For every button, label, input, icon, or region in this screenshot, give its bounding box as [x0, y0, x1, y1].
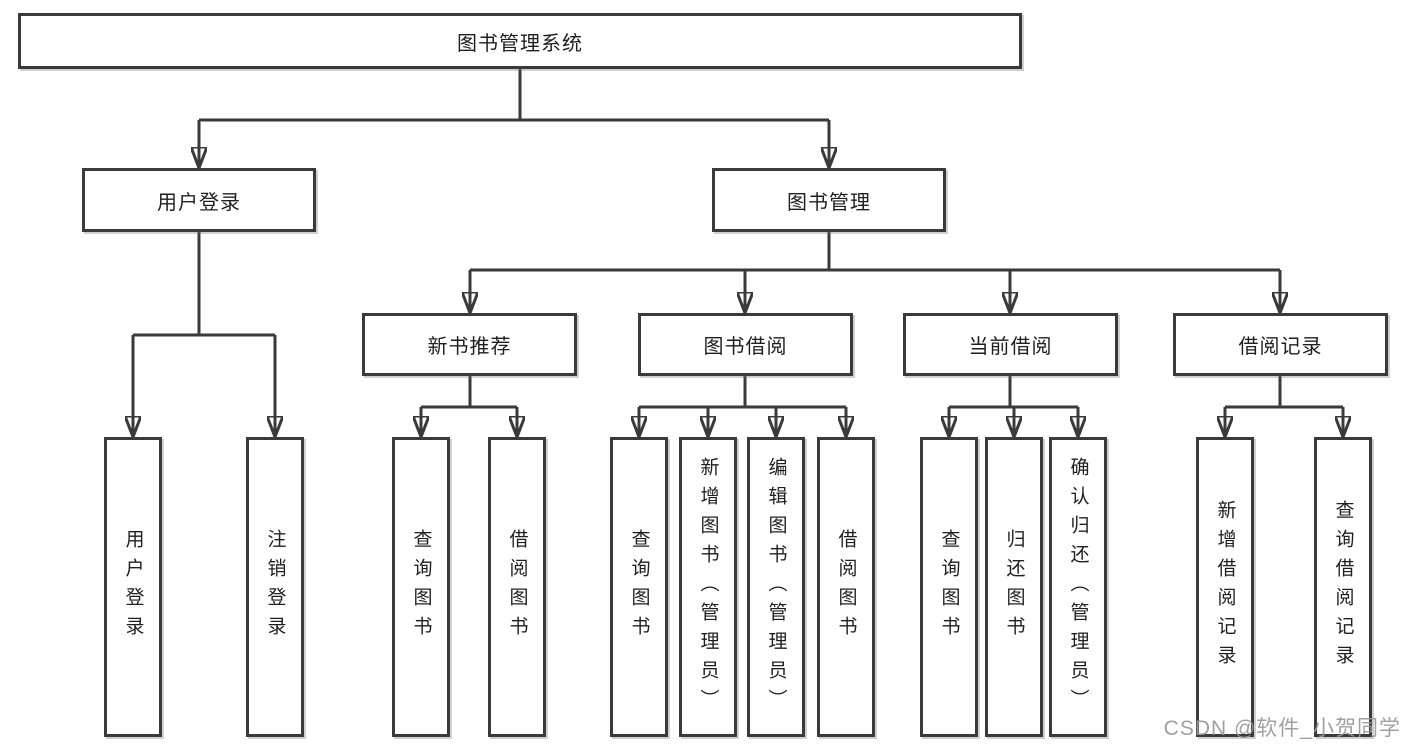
node-book-mgmt: 图书管理: [712, 168, 946, 232]
node-borrow-records-label: 借阅记录: [1238, 336, 1323, 358]
node-user-login: 用户登录: [82, 168, 316, 232]
leaf-bb-add-books-admin-label: 新增图书（管理员）: [697, 456, 719, 718]
connector-book-borrow-stem: [639, 376, 846, 409]
connector-book-mgmt-stem: [470, 232, 1280, 272]
node-current-borrow: 当前借阅: [903, 313, 1118, 376]
leaf-br-query-record: 查询借阅记录: [1314, 437, 1372, 737]
leaf-bb-add-books-admin: 新增图书（管理员）: [679, 437, 737, 737]
leaf-br-add-record: 新增借阅记录: [1196, 437, 1254, 737]
leaf-nb-query-books: 查询图书: [392, 437, 450, 737]
connector-root-stem: [199, 69, 829, 122]
node-new-books: 新书推荐: [362, 313, 577, 376]
leaf-logout-label: 注销登录: [264, 529, 286, 645]
connector-new-books-stem: [421, 376, 517, 409]
node-root-system-label: 图书管理系统: [457, 32, 583, 55]
leaf-cb-confirm-return-admin: 确认归还（管理员）: [1049, 437, 1107, 737]
leaf-bb-borrow-books-label: 借阅图书: [835, 529, 857, 645]
connector-borrow-records-stem: [1225, 376, 1343, 409]
leaf-cb-return-books-label: 归还图书: [1003, 529, 1025, 645]
leaf-bb-borrow-books: 借阅图书: [817, 437, 875, 737]
node-book-mgmt-label: 图书管理: [787, 191, 871, 214]
leaf-nb-borrow-books: 借阅图书: [488, 437, 546, 737]
connector-current-borrow-stem: [949, 376, 1078, 409]
leaf-br-add-record-label: 新增借阅记录: [1214, 500, 1236, 674]
leaf-cb-confirm-return-admin-label: 确认归还（管理员）: [1067, 456, 1089, 718]
leaf-cb-query-books-label: 查询图书: [938, 529, 960, 645]
leaf-cb-query-books: 查询图书: [920, 437, 978, 737]
leaf-br-query-record-label: 查询借阅记录: [1332, 500, 1354, 674]
node-current-borrow-label: 当前借阅: [968, 336, 1053, 358]
leaf-bb-query-books: 查询图书: [610, 437, 668, 737]
leaf-user-login: 用户登录: [104, 437, 162, 737]
leaf-nb-query-books-label: 查询图书: [410, 529, 432, 645]
leaf-bb-edit-books-admin-label: 编辑图书（管理员）: [765, 456, 787, 718]
node-new-books-label: 新书推荐: [427, 336, 512, 358]
leaf-bb-query-books-label: 查询图书: [628, 529, 650, 645]
node-book-borrow: 图书借阅: [638, 313, 853, 376]
node-borrow-records: 借阅记录: [1173, 313, 1388, 376]
leaf-logout: 注销登录: [246, 437, 304, 737]
leaf-user-login-label: 用户登录: [122, 529, 144, 645]
node-user-login-label: 用户登录: [157, 191, 241, 214]
connector-user-login-stem: [133, 232, 275, 337]
leaf-nb-borrow-books-label: 借阅图书: [506, 529, 528, 645]
leaf-bb-edit-books-admin: 编辑图书（管理员）: [747, 437, 805, 737]
node-book-borrow-label: 图书借阅: [703, 336, 788, 358]
node-root-system: 图书管理系统: [18, 13, 1022, 69]
leaf-cb-return-books: 归还图书: [985, 437, 1043, 737]
